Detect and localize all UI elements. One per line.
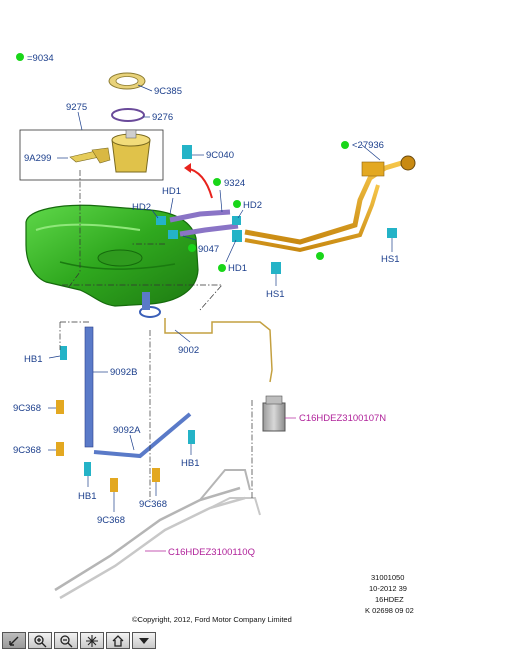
zoom-out-icon — [60, 634, 73, 647]
stamp-line-2: 10-2012 39 — [369, 584, 407, 593]
green-dot-9047 — [188, 244, 196, 252]
leader-9C385 — [137, 84, 153, 92]
label-9092B[interactable]: 9092B — [110, 367, 137, 378]
label-hs1-mid[interactable]: HS1 — [266, 289, 284, 300]
lower-fuel-lines — [54, 469, 261, 600]
arrow-head-icon — [184, 163, 191, 173]
label-hb1-right[interactable]: HB1 — [181, 458, 199, 469]
label-9092A[interactable]: 9092A — [113, 425, 141, 436]
dropdown-icon — [139, 637, 149, 644]
leader-9275 — [77, 111, 83, 131]
label-hd1-mid[interactable]: HD1 — [228, 263, 247, 274]
stamp-line-3: 16HDEZ — [375, 595, 404, 604]
leader-hd1-mid — [225, 239, 237, 263]
label-9C385[interactable]: 9C385 — [154, 86, 182, 97]
fuel-pump-module-group — [19, 72, 164, 181]
pan-icon — [9, 636, 19, 646]
fuel-tank — [25, 204, 199, 318]
label-9324[interactable]: 9324 — [224, 178, 245, 189]
leader-hd1-top — [169, 197, 174, 215]
label-9275[interactable]: 9275 — [66, 102, 87, 113]
label-hd2-right[interactable]: HD2 — [243, 200, 262, 211]
label-c16-107N[interactable]: C16HDEZ3100107N — [299, 413, 386, 424]
label-hb1-bottom[interactable]: HB1 — [78, 491, 96, 502]
guide-line-module — [67, 170, 81, 289]
label-hd2-left[interactable]: HD2 — [132, 202, 151, 213]
label-9002[interactable]: 9002 — [178, 345, 199, 356]
fit-icon — [86, 634, 98, 647]
label-c16-110Q[interactable]: C16HDEZ3100110Q — [168, 547, 255, 558]
red-arrow-icon — [185, 167, 213, 199]
fuel-system-diagram: =9034 — [13, 53, 416, 624]
vapor-line-9002 — [164, 318, 273, 383]
label-hb1-left[interactable]: HB1 — [24, 354, 42, 365]
label-9A299[interactable]: 9A299 — [24, 153, 51, 164]
label-9C368-c[interactable]: 9C368 — [97, 515, 125, 526]
label-hs1-right[interactable]: HS1 — [381, 254, 399, 265]
label-9C368-b[interactable]: 9C368 — [13, 445, 41, 456]
label-9276[interactable]: 9276 — [152, 112, 173, 123]
green-dot-27936 — [341, 141, 349, 149]
hoses-and-fuel-lines — [156, 155, 416, 274]
zoom-in-icon — [34, 634, 47, 647]
green-dot-9324 — [213, 178, 221, 186]
stamp-line-1: 31001050 — [371, 573, 404, 582]
copyright-text: ©Copyright, 2012, Ford Motor Company Lim… — [132, 615, 292, 624]
leader-9002 — [174, 329, 191, 343]
leader-9324 — [219, 189, 223, 213]
label-9C368-d[interactable]: 9C368 — [139, 499, 167, 510]
label-hd1-top[interactable]: HD1 — [162, 186, 181, 197]
green-dot-hd2 — [233, 200, 241, 208]
stamp-line-4: K 02698 09 02 — [365, 606, 414, 615]
viewer-toolbar — [0, 631, 520, 650]
dropdown-button[interactable] — [132, 632, 156, 649]
legend-dot — [16, 53, 24, 61]
pan-button[interactable] — [2, 632, 26, 649]
canister-connector — [262, 395, 286, 432]
home-button[interactable] — [106, 632, 130, 649]
label-9047[interactable]: 9047 — [198, 244, 219, 255]
tank-straps — [56, 326, 195, 492]
leader-27936 — [361, 144, 381, 161]
part-9C040-icon — [182, 145, 192, 159]
label-9C040[interactable]: 9C040 — [206, 150, 234, 161]
label-9C368-a[interactable]: 9C368 — [13, 403, 41, 414]
leader-9047 — [182, 235, 197, 241]
green-dot-hd1 — [218, 264, 226, 272]
fit-button[interactable] — [80, 632, 104, 649]
zoom-out-button[interactable] — [54, 632, 78, 649]
home-icon — [112, 634, 124, 647]
leader-9092A — [129, 434, 135, 451]
green-dot-line — [316, 252, 324, 260]
legend-label: =9034 — [27, 53, 54, 64]
leader-hd2-right — [237, 209, 244, 219]
leader-hd2-left — [151, 209, 159, 219]
label-27936[interactable]: <27936 — [352, 140, 384, 151]
zoom-in-button[interactable] — [28, 632, 52, 649]
leader-hb1-left — [48, 355, 61, 359]
